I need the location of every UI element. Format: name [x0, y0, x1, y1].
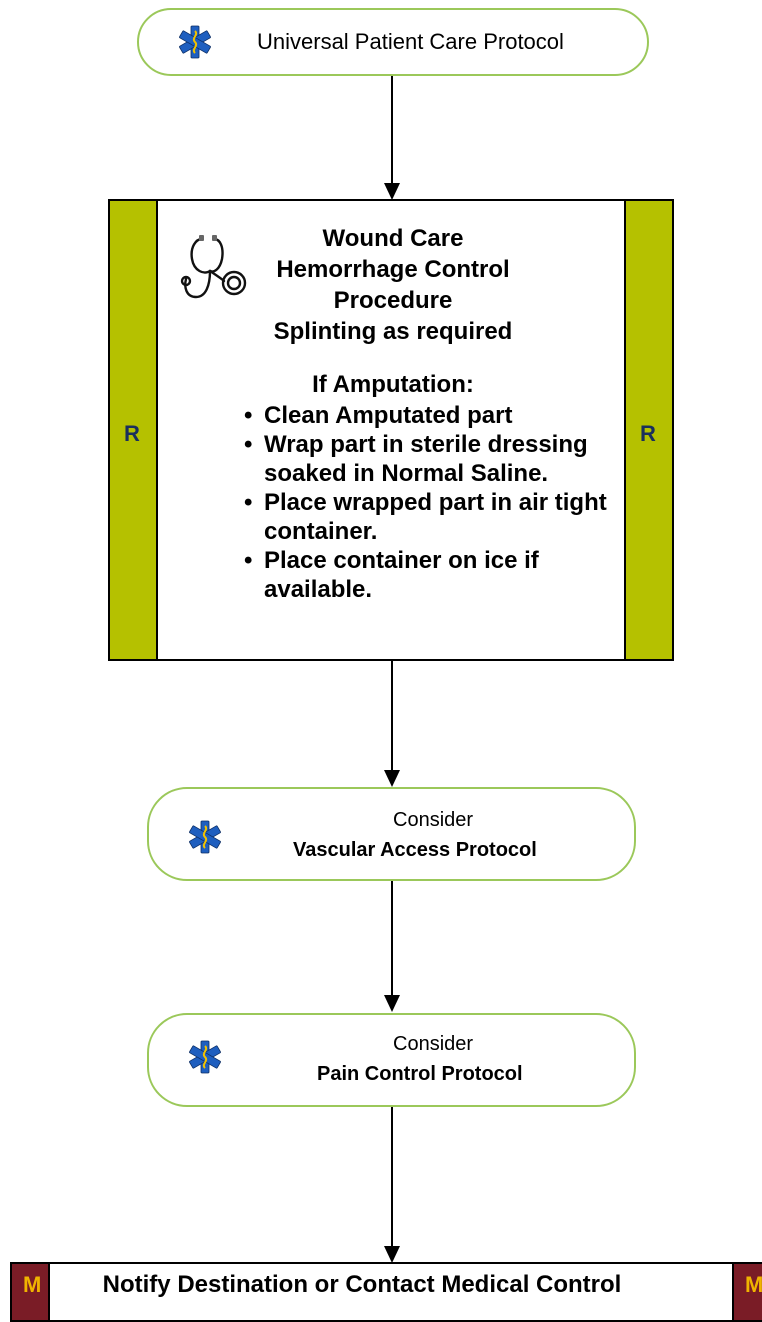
star-of-life-icon	[189, 1040, 221, 1074]
vascular-consider-label: Consider	[393, 809, 474, 831]
flow-arrowhead	[384, 1246, 400, 1263]
star-of-life-icon	[179, 25, 211, 59]
procedure-heading: Wound Care Hemorrhage Control Procedure …	[158, 223, 628, 347]
stethoscope-icon	[180, 235, 247, 299]
heading-line: Hemorrhage Control	[276, 256, 510, 283]
heading-line: Wound Care	[322, 225, 464, 252]
pain-consider-label: Consider	[393, 1033, 474, 1055]
amputation-steps: Clean Amputated part Wrap part in steril…	[244, 401, 624, 604]
right-m-bar: M	[732, 1262, 762, 1322]
left-r-bar: R	[108, 199, 158, 661]
amputation-title: If Amputation:	[312, 371, 474, 398]
vascular-protocol-label: Vascular Access Protocol	[293, 839, 537, 861]
amputation-step: Place container on ice if available.	[244, 546, 624, 604]
amputation-step: Clean Amputated part	[244, 401, 624, 430]
r-label: R	[124, 421, 140, 446]
notify-label: Notify Destination or Contact Medical Co…	[102, 1271, 622, 1298]
universal-protocol-node: Universal Patient Care Protocol	[137, 8, 649, 76]
amputation-step: Wrap part in sterile dressing soaked in …	[244, 430, 624, 488]
heading-line: Procedure	[333, 287, 453, 314]
flow-arrow	[391, 76, 393, 184]
flow-arrow	[391, 661, 393, 771]
pain-control-node: Consider Pain Control Protocol	[147, 1013, 636, 1107]
m-label: M	[745, 1272, 762, 1297]
flow-arrowhead	[384, 770, 400, 787]
flow-arrow	[391, 1107, 393, 1247]
flow-arrowhead	[384, 995, 400, 1012]
vascular-access-node: Consider Vascular Access Protocol	[147, 787, 636, 881]
universal-protocol-label: Universal Patient Care Protocol	[257, 29, 564, 54]
flow-arrowhead	[384, 183, 400, 200]
r-label: R	[640, 421, 656, 446]
flow-arrow	[391, 881, 393, 996]
wound-care-procedure-node: R R Wound Care Hemorrhage Control Proced…	[108, 199, 674, 661]
heading-line: Splinting as required	[273, 318, 513, 345]
right-r-bar: R	[624, 199, 674, 661]
amputation-step: Place wrapped part in air tight containe…	[244, 488, 624, 546]
star-of-life-icon	[189, 820, 221, 854]
notify-medical-control-node: M Notify Destination or Contact Medical …	[10, 1262, 762, 1322]
m-label: M	[23, 1272, 42, 1297]
pain-protocol-label: Pain Control Protocol	[317, 1063, 523, 1085]
